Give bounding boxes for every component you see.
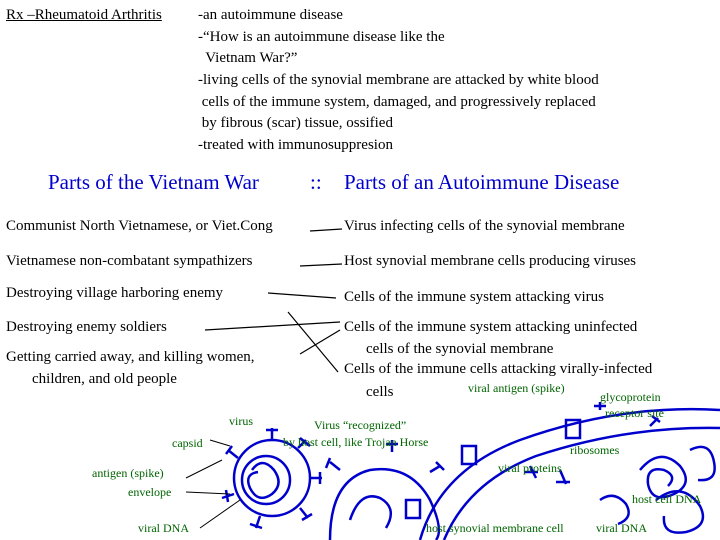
label-glycoprotein-2: receptor site: [605, 406, 664, 420]
leader-viral-dna: [200, 500, 240, 528]
viral-dna-in-cell: [600, 496, 629, 524]
virus-envelope-circle: [234, 440, 310, 516]
spike-upper-left: [226, 446, 238, 458]
label-viral-antigen: viral antigen (spike): [468, 381, 565, 395]
recognized-dna: [350, 496, 391, 528]
label-viral-dna: viral DNA: [138, 521, 189, 535]
receptor-1: [462, 446, 476, 464]
recognized-spike-3: [430, 462, 444, 472]
spike-bottom: [250, 516, 262, 528]
leader-antigen: [186, 460, 222, 478]
label-envelope: envelope: [128, 485, 171, 499]
leader-capsid: [210, 440, 230, 446]
connector-4: [205, 322, 340, 330]
label-ribosomes: ribosomes: [570, 443, 619, 457]
label-virus: virus: [229, 414, 253, 428]
label-glycoprotein-1: glycoprotein: [600, 390, 661, 404]
connector-lines: [205, 229, 342, 372]
connector-5b: [288, 312, 338, 372]
label-capsid: capsid: [172, 436, 203, 450]
host-cell: [406, 402, 720, 540]
connector-1: [310, 229, 342, 231]
connector-3: [268, 293, 336, 298]
host-dna-3: [690, 447, 715, 480]
label-viral-dna-2: viral DNA: [596, 521, 647, 535]
spike-top: [266, 428, 278, 440]
receptor-3: [406, 500, 420, 518]
spike-right: [310, 472, 322, 484]
label-antigen-spike: antigen (spike): [92, 466, 164, 480]
connector-2: [300, 264, 342, 266]
leader-envelope: [186, 492, 230, 494]
label-host-membrane: host synovial membrane cell: [426, 521, 564, 535]
label-recognized-2: by host cell, like Trojan Horse: [283, 435, 428, 449]
spike-lower-right: [300, 508, 312, 520]
recognized-spike-1: [326, 458, 340, 470]
spike-lower-left: [222, 490, 234, 502]
label-host-cell: host cell DNA: [632, 492, 701, 506]
label-recognized-1: Virus “recognized”: [314, 418, 406, 432]
virus-dna-coil: [248, 463, 278, 498]
label-viral-proteins: viral proteins: [498, 461, 562, 475]
